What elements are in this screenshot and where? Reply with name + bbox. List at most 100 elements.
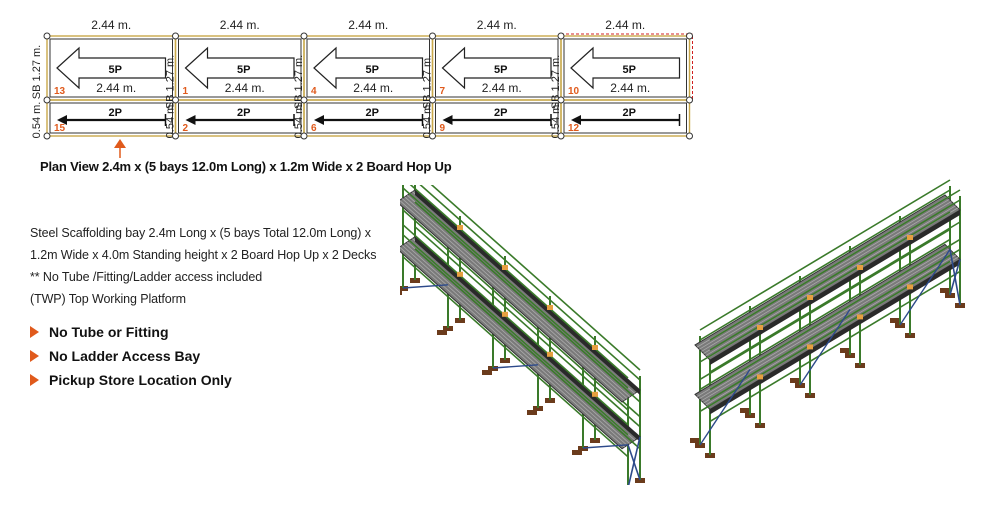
base-plate [855,363,865,368]
clip-marker [502,265,508,270]
bay-width-label: 2.44 m. [605,18,645,32]
hopup-bay-inner [178,102,302,134]
base-plate [635,478,645,483]
feature-item: Pickup Store Location Only [30,368,232,392]
standard-node [686,132,693,140]
base-plate [745,413,755,418]
base-plate [895,323,905,328]
main-bay-inner [178,38,302,98]
base-plate [482,370,492,375]
plank-line [401,245,628,446]
standard-node [429,96,436,104]
main-bay-inner [306,38,430,98]
inner-width-label: 2.44 m. [96,81,136,95]
base-plate [890,318,900,323]
guardrail [709,270,961,423]
plank-line [705,254,956,406]
clip-marker [592,345,598,350]
base-plate [945,293,955,298]
bay-number-main: 7 [440,86,446,97]
diagonal-brace [699,369,751,446]
side-label-hopup: 0.54 m. [31,102,43,139]
guardrail [414,226,641,428]
base-plate [455,318,465,323]
arrow-left-icon [313,46,424,90]
arrow-left-icon [441,46,552,90]
plan-caption: Plan View 2.4m x (5 bays 12.0m Long) x 1… [40,159,452,174]
clip-marker [592,391,598,397]
guardrail [709,189,961,341]
side-label-hopup: 0.54 m. [550,102,562,139]
base-plate [840,348,850,353]
base-plate [940,288,950,293]
clip-marker [457,225,463,230]
arrow-left-icon [570,46,681,90]
arrow-left-icon [185,115,196,125]
main-board-label: 5P [494,64,507,76]
standard-node [300,132,308,140]
main-board-label: 5P [623,64,636,76]
base-plate [805,393,815,398]
diagonal-brace [582,444,629,449]
guardrail [402,256,629,458]
hopup-board-label: 2P [366,107,379,119]
base-plate [590,438,600,443]
guardrail [402,187,629,389]
guardrail [709,248,961,401]
description-line: (TWP) Top Working Platform [30,292,187,306]
base-plate [437,330,447,335]
guardrail [402,224,629,426]
arrow-left-icon [571,115,581,125]
base-plate [740,408,750,413]
clip-marker [807,295,813,300]
standard-node [686,32,693,40]
base-plate [500,358,510,363]
hopup-bay-inner [306,102,430,134]
base-plate [905,333,915,338]
clip-marker [857,314,863,320]
base-plate [527,410,537,415]
hopup-board-label: 2P [623,107,636,119]
base-plate [955,303,965,308]
inner-width-label: 2.44 m. [482,81,522,95]
hopup-board-label: 2P [109,107,122,119]
feature-label: Pickup Store Location Only [49,372,232,388]
bullet-triangle-icon [30,350,39,362]
arrow-left-icon [184,46,295,90]
standard-node [429,32,436,40]
base-plate [755,423,765,428]
plank-line [705,205,956,357]
main-board-label: 5P [109,64,122,76]
clip-marker [547,305,553,310]
standard-node [557,32,565,40]
deck-edge [415,190,640,395]
side-label-main: SB 1.27 m. [293,55,305,109]
guardrail [709,199,961,351]
description-line: 1.2m Wide x 4.0m Standing height x 2 Boa… [30,248,377,262]
base-plate [845,353,855,358]
feature-item: No Ladder Access Bay [30,344,232,368]
clip-marker [757,374,763,380]
guardrail [419,185,641,381]
base-plate [400,290,402,295]
base-plate [695,443,705,448]
arrow-left-icon [442,115,453,125]
standard-node [300,32,308,40]
bay-number-hopup: 9 [440,123,446,134]
deck-edge [710,259,960,415]
base-plate [705,453,715,458]
guardrail [430,185,641,371]
guardrail [699,238,951,391]
plank-line [699,198,950,350]
base-plate [488,366,498,371]
clip-marker [457,271,463,277]
plank-line [400,200,625,401]
plank-line [400,246,625,448]
clip-marker [907,284,913,290]
standard-node [43,32,51,40]
scaffold-isometric-right [690,179,965,458]
base-plate [795,383,805,388]
hopup-board-label: 2P [237,107,250,119]
standard-node [43,96,51,104]
